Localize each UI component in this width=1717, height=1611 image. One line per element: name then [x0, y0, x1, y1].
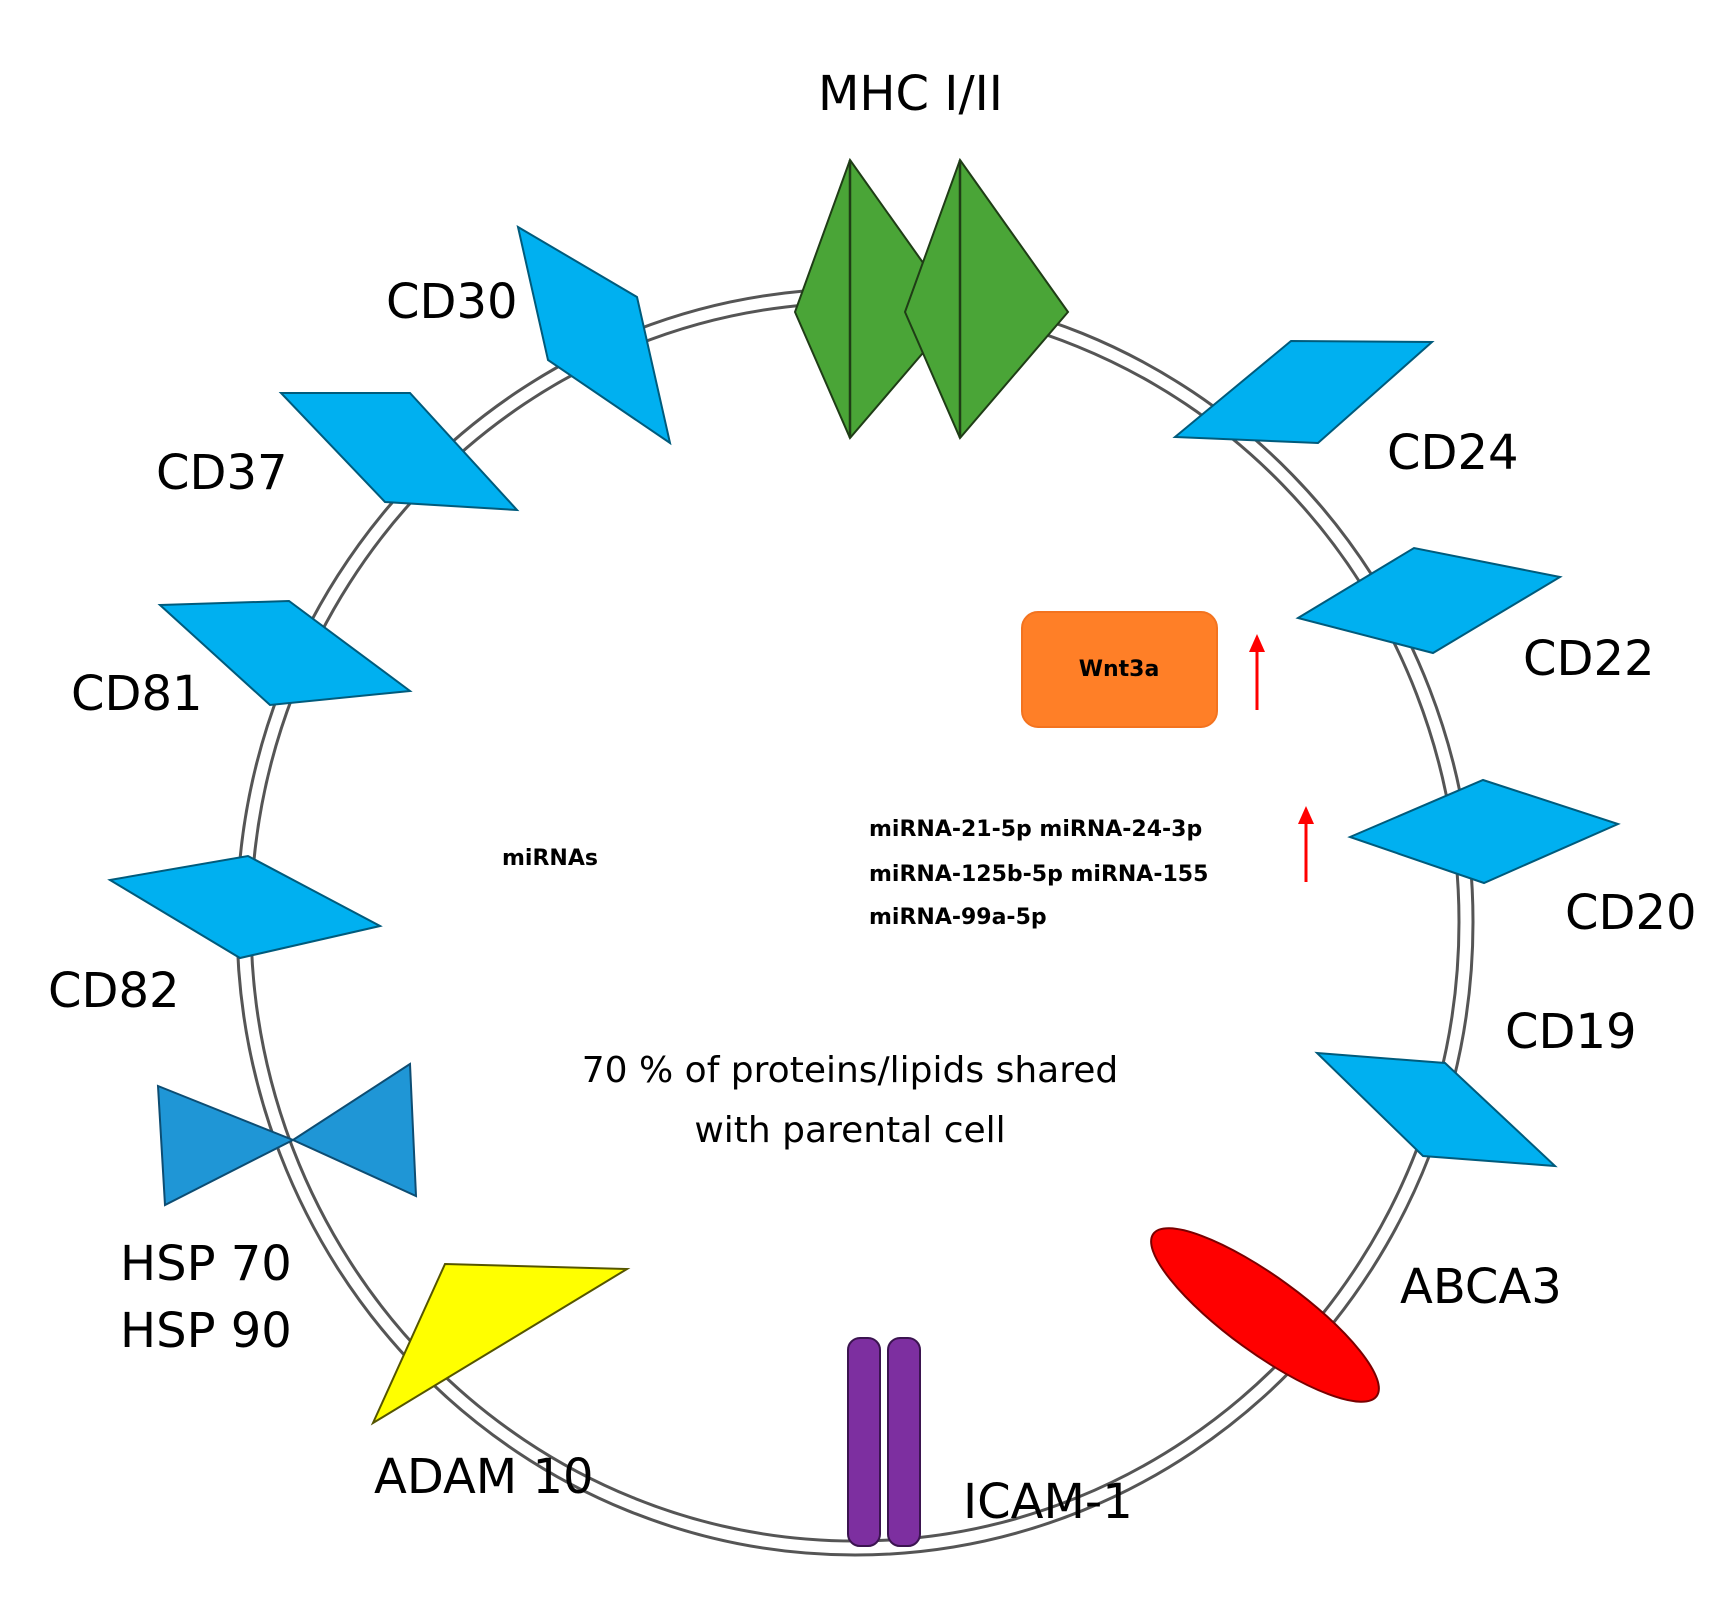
- cd81-receptor: [157, 599, 413, 707]
- mirna-list-line-3: miRNA-99a-5p: [869, 905, 1047, 930]
- cd82-label: CD82: [48, 963, 180, 1019]
- hsp-bowtie: [156, 1062, 418, 1207]
- mirna-list-line-2: miRNA-125b-5p miRNA-155: [869, 862, 1208, 887]
- cd22-label: CD22: [1523, 631, 1655, 687]
- mirnas-label: miRNAs: [502, 846, 598, 871]
- cd24-label: CD24: [1387, 425, 1519, 481]
- cd20-label: CD20: [1565, 885, 1697, 941]
- cd24-receptor: [1172, 339, 1435, 445]
- cd20-receptor: [1347, 778, 1621, 885]
- shared-proteins-line-1: 70 % of proteins/lipids shared: [582, 1050, 1118, 1091]
- mhc-label: MHC I/II: [818, 66, 1003, 122]
- shared-proteins-line-2: with parental cell: [694, 1110, 1005, 1151]
- hsp90-label: HSP 90: [120, 1303, 292, 1359]
- cd82-receptor: [107, 854, 383, 960]
- adam10-receptor: [370, 1262, 631, 1426]
- icam1-receptor: [847, 1337, 921, 1547]
- wnt3a-label: Wnt3a: [1079, 657, 1160, 682]
- cd19-label: CD19: [1505, 1004, 1637, 1060]
- cd30-receptor: [516, 224, 672, 446]
- abca3-label: ABCA3: [1400, 1259, 1562, 1315]
- icam1-label: ICAM-1: [963, 1474, 1133, 1530]
- cd30-label: CD30: [386, 274, 518, 330]
- cd22-receptor: [1295, 546, 1563, 655]
- mhc-receptor: [793, 157, 1070, 440]
- cd37-receptor: [278, 392, 520, 512]
- wnt3a-up-arrow: [1249, 634, 1265, 710]
- wnt3a-box: [1021, 611, 1218, 728]
- hsp70-label: HSP 70: [120, 1236, 292, 1292]
- cd37-label: CD37: [156, 445, 288, 501]
- mirna-up-arrow: [1298, 806, 1314, 882]
- cd19-receptor: [1314, 1051, 1558, 1168]
- mirna-list-line-1: miRNA-21-5p miRNA-24-3p: [869, 817, 1202, 842]
- abca3-receptor: [1150, 1227, 1380, 1403]
- cd81-label: CD81: [71, 666, 203, 722]
- adam10-label: ADAM 10: [374, 1449, 594, 1505]
